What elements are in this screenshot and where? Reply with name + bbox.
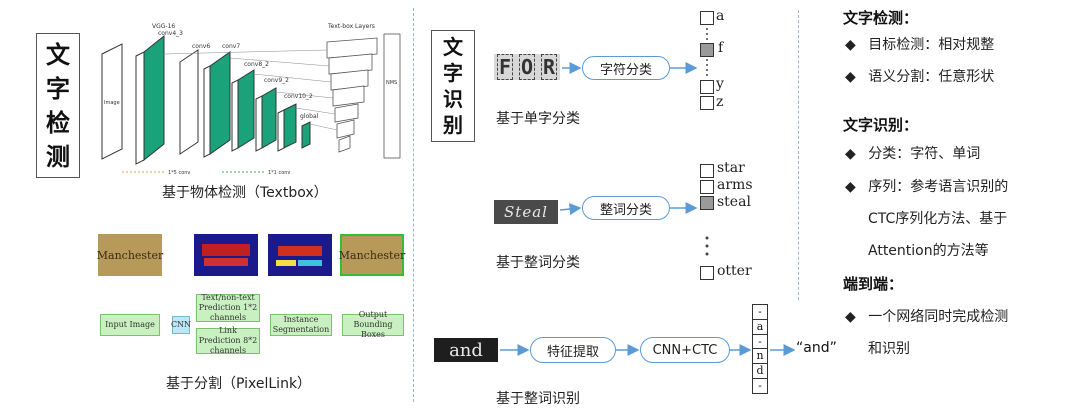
char-caption: 基于单字分类: [496, 111, 580, 127]
textbox-network-diagram: VGG-16 conv4_3 conv6 conv7 conv8_2 conv9…: [101, 23, 401, 176]
ctc-cell: -: [753, 305, 767, 320]
char-letter: F: [496, 54, 514, 80]
summary-detection-item: ◆ 语义分割：任意形状: [845, 69, 995, 85]
word-candidate: arms: [717, 177, 753, 193]
detection-title-char: 测: [46, 142, 70, 171]
diamond-bullet-icon: ◆: [845, 69, 856, 85]
global-label: global: [300, 113, 319, 120]
summary-e2e-item: ◆ 一个网络同时完成检测: [845, 309, 1009, 325]
feature-extraction-node: 特征提取: [530, 337, 616, 363]
diamond-bullet-icon: ◆: [845, 179, 856, 195]
summary-recognition-item: ◆ 分类：字符、单词: [845, 146, 981, 162]
candidate-letter: z: [716, 94, 724, 110]
legend-conv11: 1*1 conv: [268, 170, 290, 176]
manchester-input-image: Manchester: [96, 234, 164, 276]
ctc-output-column: - a - n d -: [752, 304, 768, 394]
candidate-letter: y: [716, 76, 724, 92]
word-image-text: Steal: [504, 203, 548, 221]
diamond-bullet-icon: ◆: [845, 37, 856, 53]
seq-output-text: “and”: [796, 340, 837, 356]
legend-conv15: 1*5 conv: [168, 170, 190, 176]
summary-detection-item: ◆ 目标检测：相对规整: [845, 37, 995, 53]
candidate-box: [700, 80, 714, 94]
sequence-image: and: [434, 338, 498, 362]
recognition-title-char: 文: [443, 35, 463, 59]
text-heatmap-image: [194, 234, 258, 276]
conv7-label: conv7: [222, 43, 240, 50]
char-letter: O: [518, 54, 536, 80]
summary-recognition-item: ◆ 序列：参考语言识别的: [845, 179, 1009, 195]
pixellink-caption: 基于分割（PixelLink）: [166, 376, 312, 392]
word-candidate: star: [717, 160, 745, 176]
image-label: Image: [104, 100, 120, 106]
word-candidate-box: [700, 180, 714, 194]
candidate-box: [700, 96, 714, 110]
output-boxes-box: Output Bounding Boxes: [342, 310, 404, 339]
ctc-cell: -: [753, 335, 767, 350]
word-candidate-box-selected: [700, 196, 714, 210]
sequence-image-text: and: [449, 339, 483, 361]
conv43-label: conv4_3: [158, 30, 183, 37]
seq-caption: 基于整词识别: [496, 391, 580, 407]
ctc-cell: -: [758, 379, 762, 393]
word-candidate-box: [700, 164, 714, 178]
instance-segmentation-box: Instance Segmentation: [270, 314, 332, 336]
link-prediction-box: Link Prediction 8*2 channels: [196, 326, 260, 355]
left-separator: [413, 8, 414, 402]
conv8-label: conv8_2: [244, 61, 269, 68]
summary-recognition-heading: 文字识别：: [843, 116, 919, 134]
input-image-box: Input Image: [100, 314, 160, 336]
candidate-letter: f: [718, 40, 724, 56]
cnn-ctc-node: CNN+CTC: [640, 337, 730, 363]
ctc-cell: n: [753, 349, 767, 365]
diamond-bullet-icon: ◆: [845, 146, 856, 162]
recognition-title-char: 字: [443, 61, 463, 85]
candidate-box: [700, 11, 714, 25]
conv9-label: conv9_2: [264, 77, 289, 84]
pixellink-diagram: Manchester Manchester Input Image CNN Te…: [92, 232, 406, 357]
nms-label: NMS: [386, 80, 397, 86]
cnn-box: CNN: [171, 316, 191, 334]
textbox-layers-label: Text-box Layers: [327, 23, 375, 30]
word-image: Steal: [494, 200, 558, 224]
text-prediction-box: Text/non-text Prediction 1*2 channels: [196, 293, 260, 322]
conv6-label: conv6: [192, 43, 210, 50]
summary-detection-heading: 文字检测：: [843, 9, 919, 27]
char-image: F O R: [494, 54, 560, 80]
word-classify-node: 整词分类: [582, 196, 670, 220]
summary-recognition-cont: Attention的方法等: [868, 243, 989, 259]
word-candidate: otter: [717, 263, 752, 279]
word-caption: 基于整词分类: [496, 255, 580, 271]
detection-title-char: 文: [46, 40, 70, 69]
char-classify-node: 字符分类: [582, 56, 670, 80]
summary-e2e-heading: 端到端：: [843, 275, 904, 293]
textbox-caption: 基于物体检测（Textbox）: [162, 185, 328, 201]
candidate-box-selected: [700, 43, 714, 57]
right-separator: [798, 10, 799, 300]
recognition-title-box: 文 字 识 别: [431, 30, 475, 142]
summary-e2e-cont: 和识别: [868, 341, 910, 357]
manchester-text: Manchester: [96, 248, 164, 262]
detection-title-char: 检: [46, 108, 70, 137]
manchester-output-image: Manchester: [338, 234, 406, 276]
candidate-letter: a: [716, 8, 725, 24]
summary-recognition-cont: CTC序列化方法、基于: [868, 211, 1008, 227]
recognition-title-char: 别: [443, 113, 463, 137]
ctc-cell: d: [753, 364, 767, 380]
word-candidate-box: [700, 266, 714, 280]
diamond-bullet-icon: ◆: [845, 309, 856, 325]
manchester-output-text: Manchester: [338, 248, 406, 262]
detection-title-char: 字: [46, 74, 70, 103]
detection-title-box: 文 字 检 测: [36, 33, 80, 178]
segmentation-image: [268, 234, 332, 276]
recognition-title-char: 识: [443, 87, 463, 111]
word-candidate: steal: [717, 194, 751, 210]
ctc-cell: a: [753, 320, 767, 335]
char-letter: R: [540, 54, 558, 80]
vgg-label: VGG-16: [152, 23, 175, 30]
conv10-label: conv10_2: [284, 93, 313, 100]
